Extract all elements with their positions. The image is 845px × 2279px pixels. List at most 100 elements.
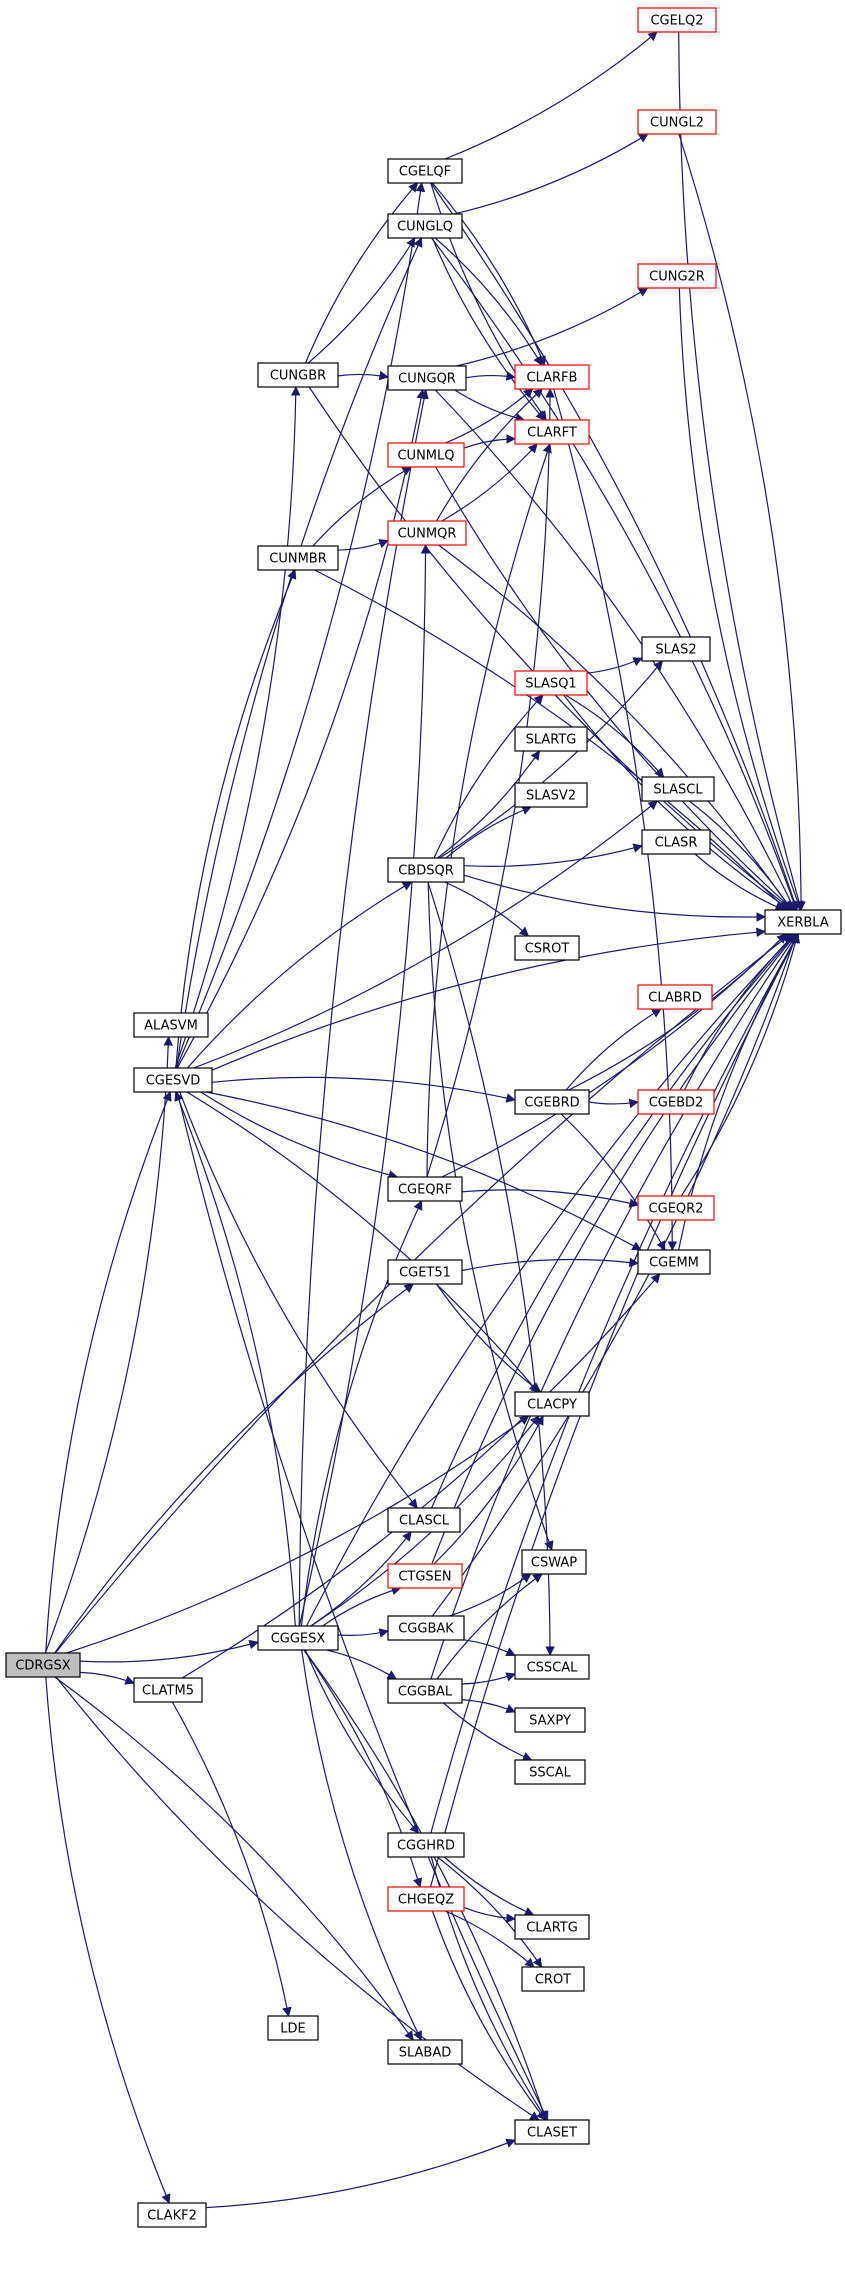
node-cggesx[interactable]: CGGESX	[257, 1625, 339, 1651]
edge-clarfb-to-cgemm	[553, 388, 678, 1251]
edge-cggesx-to-cgesvd	[174, 1091, 296, 1627]
edge-cget51-to-clacpy	[436, 1283, 542, 1393]
node-label: CGET51	[399, 1266, 451, 1281]
node-clabrd[interactable]: CLABRD	[637, 984, 713, 1010]
edge-slascl-to-xerbla	[688, 800, 793, 911]
node-box	[637, 109, 717, 135]
edge-cdrgsx-to-xerbla	[54, 933, 792, 1654]
node-box	[514, 782, 588, 808]
node-slartg[interactable]: SLARTG	[514, 726, 588, 752]
node-cunmlq[interactable]: CUNMLQ	[387, 442, 465, 468]
node-label: CLARFT	[527, 426, 577, 441]
node-claset[interactable]: CLASET	[514, 2119, 590, 2145]
node-lde[interactable]: LDE	[267, 2015, 319, 2041]
edge-cggesx-to-claset	[303, 1649, 548, 2121]
node-cdrgsx[interactable]: CDRGSX	[5, 1652, 81, 1678]
node-cswap[interactable]: CSWAP	[521, 1549, 587, 1575]
node-chgeqz[interactable]: CHGEQZ	[387, 1886, 465, 1912]
node-cunmbr[interactable]: CUNMBR	[257, 545, 339, 571]
node-cungbr[interactable]: CUNGBR	[257, 362, 339, 388]
edge-cunmbr-to-xerbla	[314, 569, 788, 911]
node-label: CGEBD2	[649, 1096, 704, 1111]
edge-cgesvd-to-claset	[176, 1091, 549, 2121]
node-slascl[interactable]: SLASCL	[641, 776, 715, 802]
node-label: CGGESX	[271, 1632, 326, 1647]
edge-cungbr-to-cunglq	[307, 237, 416, 364]
node-cgghrd[interactable]: CGGHRD	[387, 1832, 465, 1858]
node-clascl[interactable]: CLASCL	[387, 1507, 461, 1533]
edge-cgghrd-to-xerbla	[430, 933, 799, 1834]
node-box	[387, 1563, 463, 1589]
node-clatm5[interactable]: CLATM5	[133, 1677, 203, 1703]
node-cunmqr[interactable]: CUNMQR	[387, 520, 467, 546]
node-label: CLASCL	[399, 1514, 450, 1529]
edge-cungqr-to-clarft	[454, 389, 526, 423]
node-clarft[interactable]: CLARFT	[514, 419, 590, 445]
node-box	[637, 7, 717, 33]
node-label: ALASVM	[144, 1019, 198, 1034]
node-ctgsen[interactable]: CTGSEN	[387, 1563, 463, 1589]
node-xerbla[interactable]: XERBLA	[764, 909, 842, 935]
node-label: CLATM5	[142, 1684, 194, 1699]
edge-cgesvd-to-cungbr	[174, 386, 301, 1069]
node-sscal[interactable]: SSCAL	[514, 1759, 586, 1785]
node-cggbal[interactable]: CGGBAL	[387, 1678, 463, 1704]
edge-cgebrd-to-xerbla	[568, 933, 787, 1091]
node-clakf2[interactable]: CLAKF2	[137, 2202, 207, 2228]
node-box	[514, 2119, 590, 2145]
node-slas2[interactable]: SLAS2	[641, 636, 711, 662]
node-cgeqr2[interactable]: CGEQR2	[637, 1195, 715, 1221]
node-slabad[interactable]: SLABAD	[387, 2039, 463, 2065]
node-clasr[interactable]: CLASR	[641, 829, 711, 855]
node-cung2r[interactable]: CUNG2R	[637, 263, 717, 289]
node-slasv2[interactable]: SLASV2	[514, 782, 588, 808]
edge-cbdsqr-to-xerbla	[463, 874, 766, 922]
edge-cggesx-to-xerbla	[305, 933, 796, 1627]
node-cgeqrf[interactable]: CGEQRF	[387, 1176, 463, 1202]
edge-cdrgsx-to-slabad	[54, 1676, 414, 2041]
node-label: CGGHRD	[397, 1839, 455, 1854]
edge-slasq1-to-slas2	[586, 657, 643, 674]
node-cget51[interactable]: CGET51	[387, 1259, 463, 1285]
node-label: CLABRD	[648, 991, 701, 1006]
edge-cungqr-to-xerbla	[434, 389, 796, 911]
node-label: CROT	[535, 1973, 571, 1988]
node-clarfb[interactable]: CLARFB	[514, 364, 590, 390]
edge-cunglq-to-xerbla	[431, 237, 799, 911]
node-saxpy[interactable]: SAXPY	[514, 1707, 586, 1733]
node-label: CSROT	[525, 942, 570, 957]
node-cgebrd[interactable]: CGEBRD	[514, 1089, 590, 1115]
node-cgelqf[interactable]: CGELQF	[387, 158, 463, 184]
edge-cunglq-to-cungl2	[453, 133, 649, 215]
node-cbdsqr[interactable]: CBDSQR	[387, 857, 465, 883]
edge-cdrgsx-to-alasvm	[44, 1036, 174, 1654]
node-label: CDRGSX	[15, 1659, 70, 1674]
node-cungqr[interactable]: CUNGQR	[387, 365, 467, 391]
node-cgemm[interactable]: CGEMM	[637, 1249, 711, 1275]
node-cunglq[interactable]: CUNGLQ	[387, 213, 463, 239]
edge-cunglq-to-clarfb	[434, 237, 543, 366]
edge-cget51-to-cgemm	[461, 1257, 639, 1272]
node-cggbak[interactable]: CGGBAK	[387, 1615, 465, 1641]
node-box	[514, 364, 590, 390]
node-alasvm[interactable]: ALASVM	[133, 1012, 209, 1038]
node-cgelq2[interactable]: CGELQ2	[637, 7, 717, 33]
edge-clasr-to-xerbla	[694, 853, 785, 912]
edge-cgesvd-to-xerbla	[211, 927, 766, 1071]
node-box	[387, 2039, 463, 2065]
node-box	[387, 1615, 465, 1641]
node-slasq1[interactable]: SLASQ1	[514, 670, 588, 696]
node-label: CSWAP	[531, 1556, 577, 1571]
node-clacpy[interactable]: CLACPY	[514, 1391, 590, 1417]
node-csscal[interactable]: CSSCAL	[514, 1654, 590, 1680]
node-cgesvd[interactable]: CGESVD	[133, 1067, 213, 1093]
edge-chgeqz-to-claset	[431, 1910, 547, 2121]
node-cgebd2[interactable]: CGEBD2	[637, 1089, 715, 1115]
node-label: CGELQ2	[650, 14, 703, 29]
node-cungl2[interactable]: CUNGL2	[637, 109, 717, 135]
node-label: CGELQF	[399, 165, 451, 180]
node-clartg[interactable]: CLARTG	[514, 1914, 590, 1940]
node-csrot[interactable]: CSROT	[514, 935, 580, 961]
node-crot[interactable]: CROT	[521, 1966, 585, 1992]
